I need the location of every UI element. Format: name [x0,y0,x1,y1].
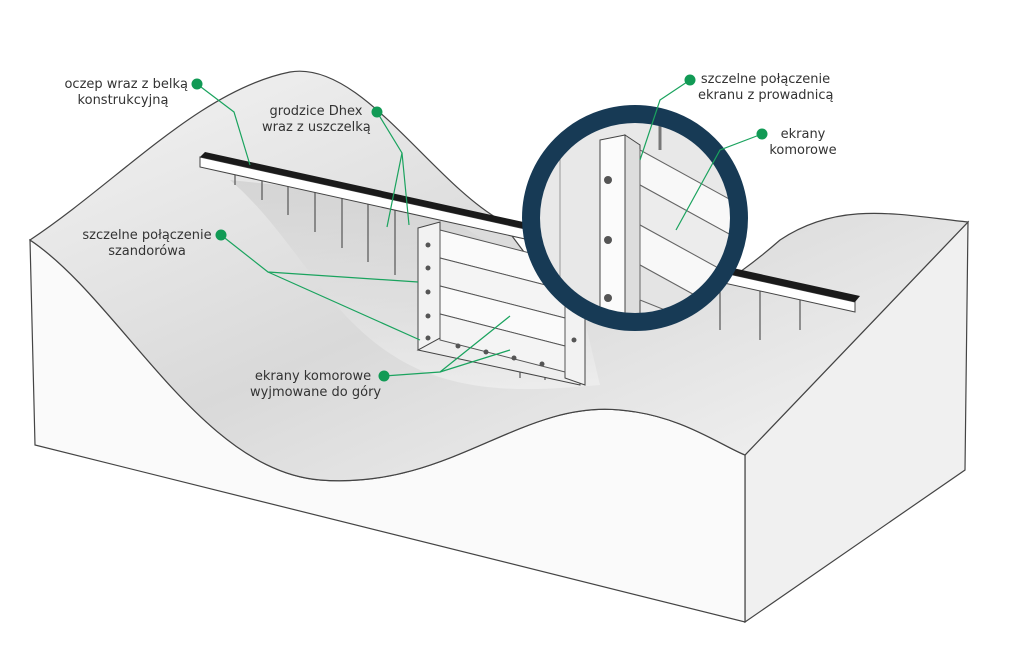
marker-dot-capping-beam [191,78,203,90]
inset-ring [522,105,748,331]
label-stoplog-seal-line2: szandorówa [108,244,186,259]
label-stoplog-seal-line1: szczelne połączenie [82,228,212,243]
marker-dot-stoplog-seal [215,229,227,241]
label-sheet-piles-line2: wraz z uszczelką [262,120,371,135]
leader-lines [196,79,763,377]
label-stoplog-seal: szczelne połączenie szandorówa [82,228,212,260]
marker-dot-chamber-screens [756,128,768,140]
label-chamber-screens-line1: ekrany [780,127,826,142]
marker-dot-sheet-piles [371,106,383,118]
marker-dot-screen-guide-seal [684,74,696,86]
label-removable-screens: ekrany komorowe wyjmowane do góry [250,369,382,401]
label-screen-guide-seal-line1: szczelne połączenie [700,72,831,87]
stoplog-gate [416,221,586,386]
label-capping-beam-line2: konstrukcyjną [77,93,169,108]
label-capping-beam-line1: oczep wraz z belką [64,77,188,92]
label-markers [191,74,768,382]
label-removable-screens-line2: wyjmowane do góry [250,385,382,400]
label-screen-guide-seal: szczelne połączenie ekranu z prowadnicą [698,72,833,104]
label-capping-beam: oczep wraz z belką konstrukcyjną [58,77,188,109]
marker-dot-removable-screens [378,370,390,382]
label-removable-screens-line1: ekrany komorowe [254,369,372,384]
label-chamber-screens-line2: komorowe [769,143,837,158]
label-chamber-screens: ekrany komorowe [768,127,838,159]
detail-inset [522,105,748,331]
label-screen-guide-seal-line2: ekranu z prowadnicą [698,88,834,103]
label-sheet-piles: grodzice Dhex wraz z uszczelką [262,104,371,136]
label-sheet-piles-line1: grodzice Dhex [269,104,363,119]
